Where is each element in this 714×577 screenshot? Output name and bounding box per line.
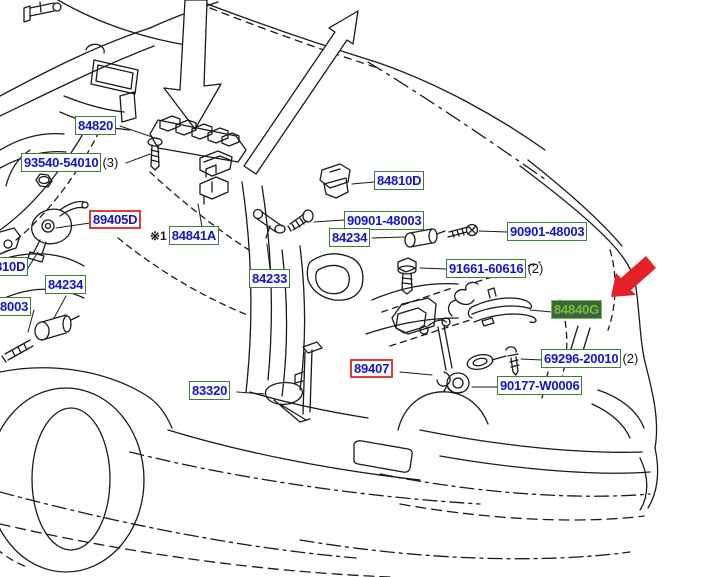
down-arrow-icon bbox=[163, 0, 222, 130]
part-screw-90901-left bbox=[287, 209, 314, 232]
up-right-arrow-icon bbox=[243, 10, 359, 175]
part-trunk-lock-84840g bbox=[447, 281, 537, 327]
part-screw-90901-right bbox=[447, 223, 479, 238]
part-label-89407[interactable]: 89407 bbox=[350, 359, 394, 378]
part-sensor-84233 bbox=[252, 208, 286, 239]
reference-note: ※1 bbox=[150, 229, 167, 243]
quantity-note: (3) bbox=[102, 155, 119, 170]
part-label-69296-20010[interactable]: 69296-20010 (2) bbox=[541, 349, 638, 368]
part-fuel-sender-83320 bbox=[264, 341, 323, 423]
part-label-83320[interactable]: 83320 bbox=[189, 381, 231, 400]
part-label-84840g-selected[interactable]: 84840G bbox=[551, 300, 603, 319]
part-nut-90177 bbox=[443, 372, 470, 394]
part-left-plug-and-screw bbox=[1, 314, 80, 363]
part-bolt-91661 bbox=[397, 257, 417, 295]
part-label-90901-48003-clipped-left[interactable]: 48003 bbox=[0, 297, 32, 316]
part-switch-84841a bbox=[199, 164, 229, 205]
part-label-84234-middle[interactable]: 84234 bbox=[329, 228, 371, 247]
part-left-edge-clip bbox=[0, 227, 21, 255]
quantity-note: (2) bbox=[527, 261, 544, 276]
quantity-note: (2) bbox=[622, 351, 639, 366]
part-label-91661-60616[interactable]: 91661-60616 (2) bbox=[446, 259, 543, 278]
part-screw-grommet-69296 bbox=[466, 346, 520, 376]
part-label-90901-48003-left[interactable]: 90901-48003 bbox=[344, 211, 425, 230]
part-plug-84234 bbox=[404, 228, 446, 248]
leader-lines bbox=[27, 125, 553, 395]
part-label-84820[interactable]: 84820 bbox=[75, 116, 117, 135]
body-outline bbox=[0, 1, 659, 577]
part-label-93540-54010[interactable]: 93540-54010 (3) bbox=[21, 153, 118, 172]
part-label-90177-w0006[interactable]: 90177-W0006 bbox=[497, 376, 583, 395]
part-label-84233[interactable]: 84233 bbox=[249, 269, 291, 288]
part-label-84810d[interactable]: 84810D bbox=[374, 171, 425, 190]
part-height-sensor-front-89405d bbox=[27, 200, 89, 263]
part-label-89405d[interactable]: 89405D bbox=[89, 210, 142, 229]
part-label-84841a[interactable]: ※1 84841A bbox=[150, 226, 220, 245]
part-label-84810d-clipped-left[interactable]: 810D bbox=[0, 257, 29, 276]
part-height-sensor-rear-89407 bbox=[391, 297, 453, 387]
selected-part-arrow-icon bbox=[611, 256, 656, 297]
part-label-84234-left[interactable]: 84234 bbox=[45, 275, 87, 294]
part-clip-84810d bbox=[319, 163, 351, 199]
part-label-90901-48003-right[interactable]: 90901-48003 bbox=[507, 222, 588, 241]
